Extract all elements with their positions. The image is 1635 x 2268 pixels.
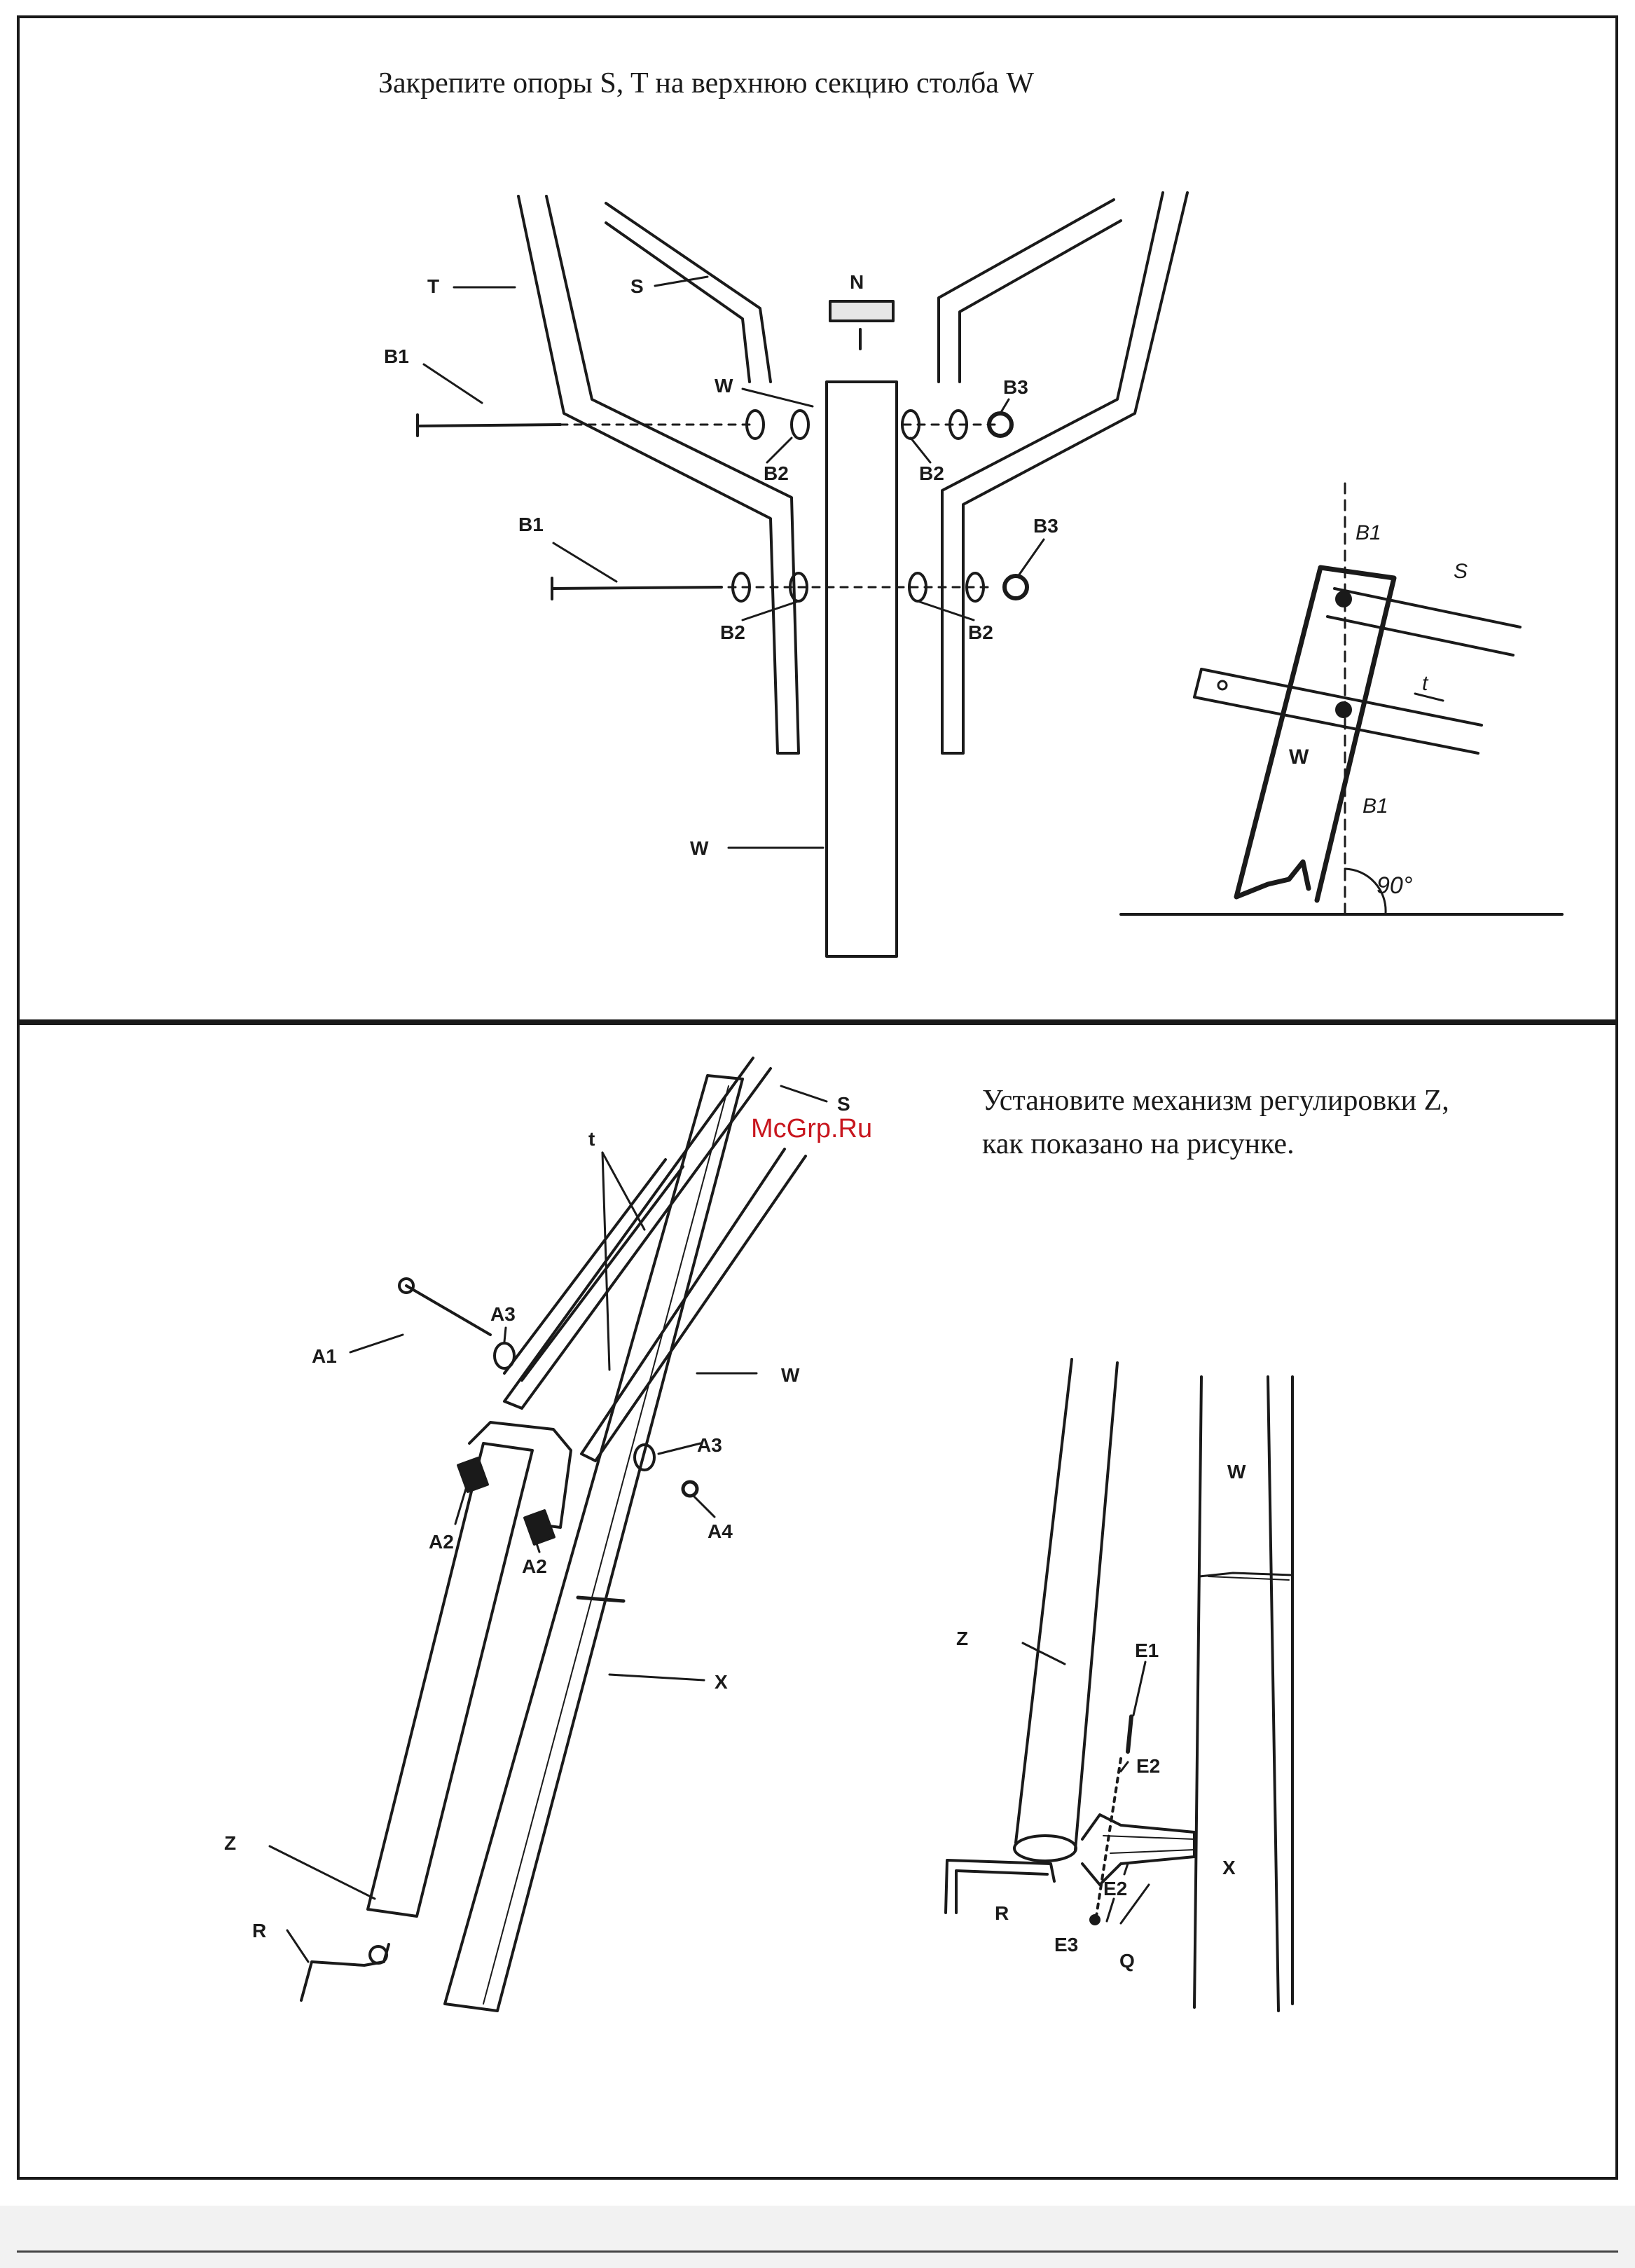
label-a3-right: A3 <box>697 1434 722 1456</box>
inset-bolt-top <box>1337 592 1351 606</box>
label-b3-upper: B3 <box>1003 376 1028 398</box>
detail-label-x: X <box>1222 1857 1236 1878</box>
detail-pole-joint <box>1199 1573 1292 1576</box>
label-b1-upper: B1 <box>384 345 409 367</box>
inset-pole-w <box>1236 568 1394 900</box>
page-footer-strip <box>0 2206 1635 2268</box>
tube-z <box>368 1443 532 1916</box>
inset-label-b1-bottom: B1 <box>1362 795 1388 818</box>
inset-label-w: W <box>1289 745 1309 769</box>
bolt-a1 <box>406 1286 490 1335</box>
washer-b2-ul-2 <box>792 411 808 439</box>
leg-s-right <box>939 200 1121 382</box>
cap-n <box>830 301 893 321</box>
mechanism-detail: W Z E1 E2 X E2 R E3 Q <box>946 1359 1292 2011</box>
inset-label-s: S <box>1454 560 1468 583</box>
pole-w-x <box>445 1075 743 2011</box>
inset-label-angle: 90° <box>1377 872 1412 899</box>
detail-label-r: R <box>995 1902 1009 1924</box>
label-a4: A4 <box>708 1520 733 1542</box>
label-x: X <box>715 1671 728 1693</box>
label-b1-lower: B1 <box>518 514 544 535</box>
bottom-assembly: S t A1 A3 W A3 A2 A2 A4 X Z R <box>224 1058 850 2011</box>
angle-inset: B1 S t W B1 90° <box>1121 483 1562 918</box>
label-b2-ll: B2 <box>720 621 745 643</box>
detail-tube-z <box>1016 1359 1117 1850</box>
label-s: S <box>630 275 644 297</box>
spring-a2-left <box>458 1458 488 1492</box>
detail-label-e2-bottom: E2 <box>1103 1878 1127 1899</box>
label-a2-left: A2 <box>429 1531 454 1553</box>
label-t-bottom: t <box>588 1128 595 1150</box>
label-b2-ul: B2 <box>764 462 789 484</box>
bolt-b1-upper <box>419 425 560 426</box>
washer-a3-left <box>495 1343 514 1368</box>
label-b3-lower: B3 <box>1033 515 1058 537</box>
page-footer-line <box>17 2250 1618 2253</box>
label-a2-right: A2 <box>522 1555 547 1577</box>
detail-label-e2-top: E2 <box>1136 1755 1160 1777</box>
pole-joint <box>578 1597 623 1601</box>
strut-s-2 <box>581 1149 806 1461</box>
label-b2-lr: B2 <box>968 621 993 643</box>
inset-hole <box>1218 681 1227 689</box>
pole-inner-edge <box>483 1086 729 2004</box>
label-a3-left: A3 <box>490 1303 516 1325</box>
detail-label-e1: E1 <box>1135 1640 1159 1661</box>
leg-t-left <box>518 196 799 753</box>
label-t: T <box>427 275 439 297</box>
top-assembly: T S N B1 W B3 B2 B2 B1 B3 B2 B2 W <box>384 193 1187 956</box>
detail-tube-z-end <box>1014 1836 1076 1861</box>
label-a1: A1 <box>312 1345 337 1367</box>
detail-pole-joint-2 <box>1208 1576 1289 1580</box>
strut-s-1 <box>504 1058 771 1408</box>
label-s-bottom: S <box>837 1093 850 1115</box>
label-r: R <box>252 1920 266 1941</box>
inset-bar-s <box>1327 589 1520 655</box>
label-w-bottom: W <box>690 837 709 859</box>
inset-label-b1-top: B1 <box>1355 521 1381 544</box>
nut-a4 <box>683 1482 697 1496</box>
detail-label-q: Q <box>1119 1950 1135 1972</box>
inset-bolt-bottom <box>1337 703 1351 717</box>
detail-label-e3: E3 <box>1054 1934 1078 1956</box>
spring-a2-right <box>525 1511 554 1544</box>
label-n: N <box>850 271 864 293</box>
detail-label-w: W <box>1227 1461 1246 1483</box>
detail-nut-e3 <box>1091 1916 1099 1924</box>
nut-b3-lower <box>1005 576 1027 598</box>
label-w-bottom-panel: W <box>781 1364 800 1386</box>
detail-label-z: Z <box>956 1628 968 1649</box>
detail-bolt-e1 <box>1128 1717 1131 1752</box>
handle-r <box>301 1944 389 2000</box>
label-w-top: W <box>715 375 733 397</box>
bolt-b1-lower <box>553 587 722 589</box>
label-b2-ur: B2 <box>919 462 944 484</box>
handle-r-pivot <box>370 1946 387 1963</box>
label-z: Z <box>224 1832 236 1854</box>
pole-w-top-section <box>827 382 897 956</box>
inset-label-t: t <box>1422 672 1429 695</box>
